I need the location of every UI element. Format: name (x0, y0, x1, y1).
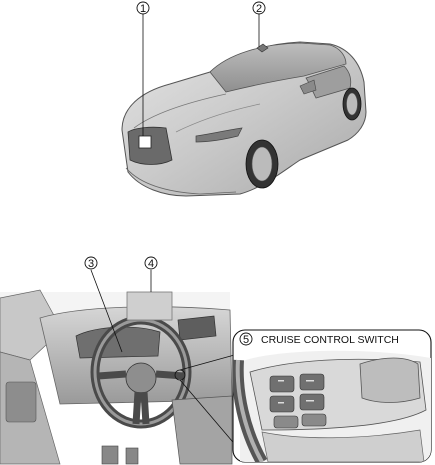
callout-2: 2 (252, 1, 266, 47)
cruise-switch-buttons (269, 373, 327, 429)
callout-5-number: 5 (243, 334, 249, 346)
callout-4-number: 4 (148, 258, 154, 270)
heads-up-display-box (126, 291, 173, 321)
callout-2-number: 2 (256, 3, 262, 15)
callout-4: 4 (144, 256, 158, 292)
cruise-control-switch-title: CRUISE CONTROL SWITCH (261, 334, 399, 346)
cruise-control-inset: 5 CRUISE CONTROL SWITCH (232, 329, 432, 463)
callout-3-number: 3 (88, 258, 94, 270)
callout-3: 3 (84, 256, 123, 353)
callout-5-circle (239, 332, 253, 346)
interior-illustration (0, 289, 233, 465)
callout-1-number: 1 (140, 3, 146, 15)
car-illustration (121, 41, 367, 197)
callout-1: 1 (136, 1, 150, 136)
